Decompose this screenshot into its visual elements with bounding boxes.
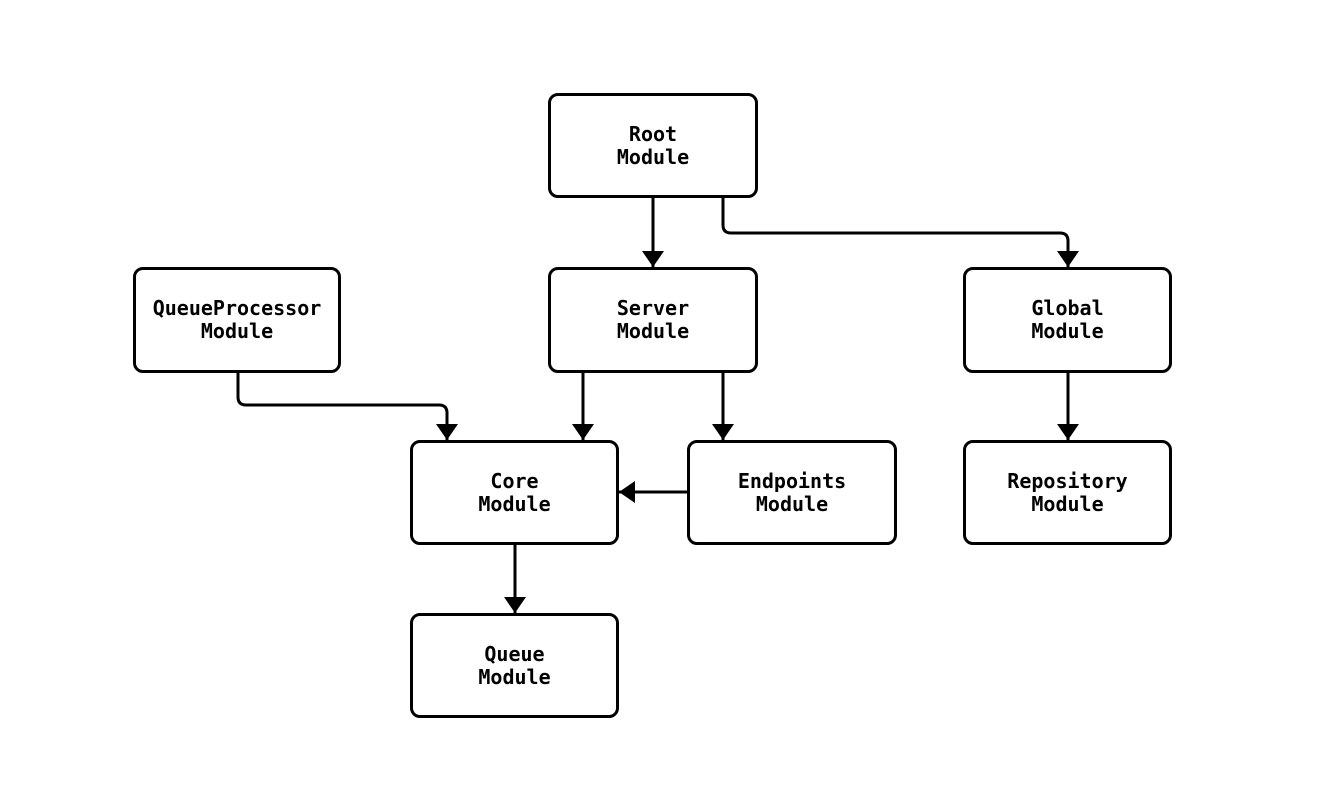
edge-queueprocessor-to-core: [236, 373, 458, 440]
node-queueprocessor-label: QueueProcessor Module: [152, 296, 322, 343]
node-core: Core Module: [410, 440, 619, 545]
node-root: Root Module: [548, 93, 758, 198]
node-core-label: Core Module: [478, 468, 551, 516]
node-queueprocessor: QueueProcessor Module: [133, 267, 341, 373]
node-repository-label: Repository Module: [1007, 468, 1128, 516]
node-queue: Queue Module: [410, 613, 619, 718]
node-server-label: Server Module: [616, 296, 690, 343]
node-endpoints: Endpoints Module: [687, 440, 897, 545]
node-repository: Repository Module: [963, 440, 1172, 545]
node-server: Server Module: [548, 267, 758, 373]
node-endpoints-label: Endpoints Module: [737, 468, 847, 516]
node-global: Global Module: [963, 267, 1172, 373]
node-global-label: Global Module: [1031, 296, 1104, 343]
node-queue-label: Queue Module: [478, 641, 551, 689]
edge-root-to-global: [721, 198, 1079, 267]
node-root-label: Root Module: [616, 121, 690, 169]
